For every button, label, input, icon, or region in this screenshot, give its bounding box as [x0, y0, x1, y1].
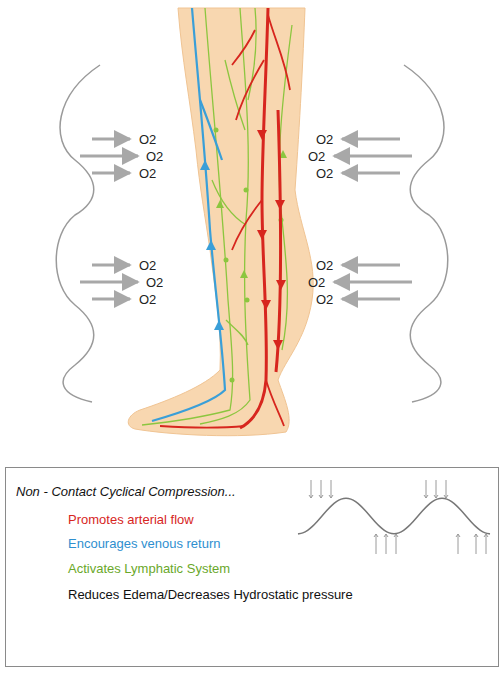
benefit-line: Activates Lymphatic System: [68, 561, 488, 577]
pressure-tick: [486, 534, 487, 554]
pressure-tick-head: [424, 495, 428, 498]
info-box: Non - Contact Cyclical Compression... Pro…: [5, 467, 499, 667]
benefit-line: Promotes arterial flow: [68, 512, 488, 528]
oxygen-label: O2: [146, 150, 163, 163]
pressure-tick: [331, 480, 332, 498]
pressure-tick: [426, 480, 427, 498]
oxygen-label: O2: [316, 293, 333, 306]
oxygen-label: O2: [139, 259, 156, 272]
pressure-tick-head: [319, 495, 323, 498]
pressure-tick: [476, 534, 477, 554]
pressure-tick: [396, 534, 397, 554]
pressure-tick-head: [444, 495, 448, 498]
lymph-nodes: [214, 128, 288, 383]
pressure-tick-head: [374, 534, 378, 537]
pressure-tick: [386, 534, 387, 554]
oxygen-label: O2: [316, 167, 333, 180]
pressure-tick: [436, 480, 437, 498]
oxygen-label: O2: [316, 133, 333, 146]
pressure-tick: [376, 534, 377, 554]
pressure-tick-head: [329, 495, 333, 498]
oxygen-label: O2: [308, 150, 325, 163]
benefit-line: Reduces Edema/Decreases Hydrostatic pres…: [68, 587, 488, 603]
vein-arrows: [200, 160, 224, 330]
pressure-tick-head: [484, 534, 488, 537]
pressure-tick-head: [384, 534, 388, 537]
benefit-line: Encourages venous return: [68, 536, 488, 552]
compression-wave: [56, 65, 100, 402]
lymphatic-vessels: [142, 8, 292, 425]
pressure-tick-head: [394, 534, 398, 537]
wave-curve: [298, 498, 490, 534]
oxygen-label: O2: [139, 167, 156, 180]
pressure-tick-head: [474, 534, 478, 537]
oxygen-label: O2: [308, 276, 325, 289]
oxygen-label: O2: [139, 293, 156, 306]
pressure-tick: [311, 480, 312, 498]
leg-outline: [128, 8, 313, 436]
pressure-tick-head: [456, 534, 460, 537]
pressure-tick-head: [434, 495, 438, 498]
pressure-tick-head: [309, 495, 313, 498]
artery-branches: [160, 15, 290, 428]
compression-wave: [404, 65, 448, 402]
oxygen-label: O2: [316, 259, 333, 272]
vein: [152, 8, 225, 421]
artery: [240, 8, 281, 428]
pressure-tick: [446, 480, 447, 498]
artery-arrows: [257, 130, 286, 350]
box-heading: Non - Contact Cyclical Compression...: [16, 484, 436, 500]
pressure-tick: [321, 480, 322, 498]
pressure-tick: [458, 534, 459, 554]
oxygen-label: O2: [146, 276, 163, 289]
oxygen-label: O2: [139, 133, 156, 146]
